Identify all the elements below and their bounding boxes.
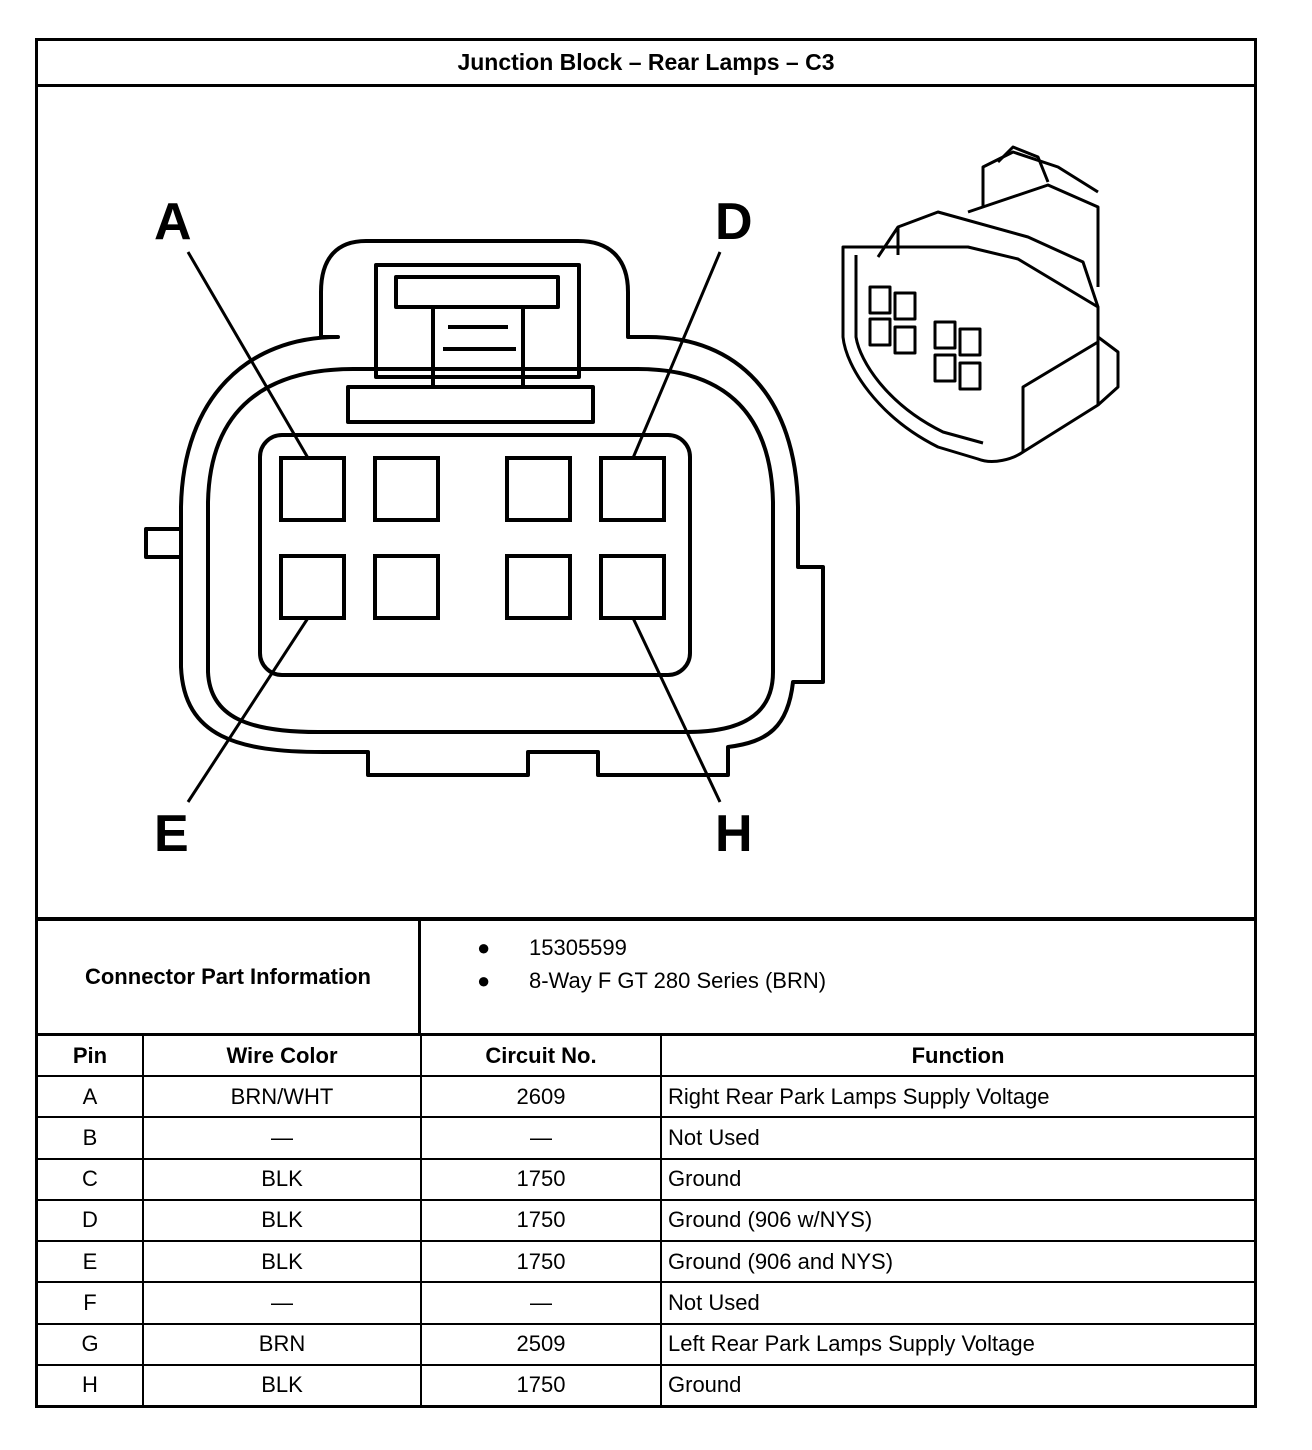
connector-type-item: ● 8-Way F GT 280 Series (BRN) [421, 964, 826, 997]
cavity-g [505, 554, 572, 620]
pin-label-d: D [715, 193, 753, 251]
circuit-cell: — [420, 1281, 662, 1325]
sheet-title: Junction Block – Rear Lamps – C3 [38, 41, 1254, 87]
wire-color-cell: BRN/WHT [142, 1075, 422, 1119]
wire-color-cell: BLK [142, 1198, 422, 1243]
pin-label-h: H [715, 805, 753, 863]
cavity-d [599, 456, 666, 522]
function-cell: Left Rear Park Lamps Supply Voltage [660, 1322, 1254, 1366]
function-cell: Not Used [660, 1281, 1254, 1325]
connector-part-info: Connector Part Information ● 15305599 ● 8-… [38, 917, 1254, 1036]
leader-a [186, 251, 310, 459]
pin-cell: F [38, 1281, 144, 1325]
header-function: Function [660, 1036, 1254, 1078]
table-row: G BRN 2509 Left Rear Park Lamps Supply V… [38, 1322, 1254, 1366]
cavity-h [599, 554, 666, 620]
housing-outer [179, 239, 825, 777]
side-tab-left [144, 527, 181, 559]
table-row: B — — Not Used [38, 1116, 1254, 1160]
table-row: D BLK 1750 Ground (906 w/NYS) [38, 1198, 1254, 1243]
connector-face-view: A D E H [144, 145, 1120, 863]
cavity-b [373, 456, 440, 522]
cavity-a [279, 456, 346, 522]
pin-cell: C [38, 1157, 144, 1201]
bullet-icon: ● [477, 968, 491, 993]
part-number-item: ● 15305599 [421, 931, 826, 964]
connector-drawing: A D E H [38, 87, 1254, 917]
connector-type: 8-Way F GT 280 Series (BRN) [529, 968, 827, 993]
function-cell: Right Rear Park Lamps Supply Voltage [660, 1075, 1254, 1119]
bullet-icon: ● [477, 935, 491, 960]
wire-color-cell: BLK [142, 1157, 422, 1201]
cavity-c [505, 456, 572, 522]
wire-color-cell: BRN [142, 1322, 422, 1366]
pin-label-e: E [154, 805, 189, 863]
housing-inner [206, 367, 775, 734]
pin-table-header: Pin Wire Color Circuit No. Function [38, 1036, 1254, 1078]
header-wire-color: Wire Color [142, 1036, 422, 1078]
table-row: E BLK 1750 Ground (906 and NYS) [38, 1240, 1254, 1284]
pin-cell: B [38, 1116, 144, 1160]
table-row: F — — Not Used [38, 1281, 1254, 1325]
cavity-block [258, 433, 692, 677]
connector-part-info-list: ● 15305599 ● 8-Way F GT 280 Series (BRN) [421, 931, 826, 997]
circuit-cell: 1750 [420, 1157, 662, 1201]
connector-part-info-label: Connector Part Information [38, 921, 421, 1033]
function-cell: Ground (906 w/NYS) [660, 1198, 1254, 1243]
pin-label-a: A [154, 193, 192, 251]
wire-color-cell: BLK [142, 1363, 422, 1405]
pin-table: Pin Wire Color Circuit No. Function A BR… [38, 1036, 1254, 1405]
latch-outer [374, 263, 581, 379]
leader-h [631, 617, 722, 803]
table-row: A BRN/WHT 2609 Right Rear Park Lamps Sup… [38, 1075, 1254, 1119]
circuit-cell: 1750 [420, 1363, 662, 1405]
header-pin: Pin [38, 1036, 144, 1078]
cavity-f [373, 554, 440, 620]
pin-cell: E [38, 1240, 144, 1284]
circuit-cell: 1750 [420, 1198, 662, 1243]
table-row: C BLK 1750 Ground [38, 1157, 1254, 1201]
latch-base [346, 385, 595, 424]
function-cell: Ground [660, 1363, 1254, 1405]
circuit-cell: 2509 [420, 1322, 662, 1366]
wire-color-cell: BLK [142, 1240, 422, 1284]
circuit-cell: 1750 [420, 1240, 662, 1284]
connector-sheet: Junction Block – Rear Lamps – C3 [35, 38, 1257, 1408]
wire-color-cell: — [142, 1116, 422, 1160]
pin-cell: A [38, 1075, 144, 1119]
pin-cell: G [38, 1322, 144, 1366]
function-cell: Not Used [660, 1116, 1254, 1160]
latch-detail [431, 307, 525, 387]
leader-d [631, 251, 722, 459]
pin-cell: D [38, 1198, 144, 1243]
connector-3d-picture [841, 145, 1120, 463]
leader-e [186, 617, 310, 803]
latch-inner [394, 275, 560, 309]
wire-color-cell: — [142, 1281, 422, 1325]
table-row: H BLK 1750 Ground [38, 1363, 1254, 1405]
header-circuit: Circuit No. [420, 1036, 662, 1078]
function-cell: Ground (906 and NYS) [660, 1240, 1254, 1284]
part-number: 15305599 [529, 935, 627, 960]
function-cell: Ground [660, 1157, 1254, 1201]
cavity-e [279, 554, 346, 620]
pin-cell: H [38, 1363, 144, 1405]
circuit-cell: — [420, 1116, 662, 1160]
circuit-cell: 2609 [420, 1075, 662, 1119]
